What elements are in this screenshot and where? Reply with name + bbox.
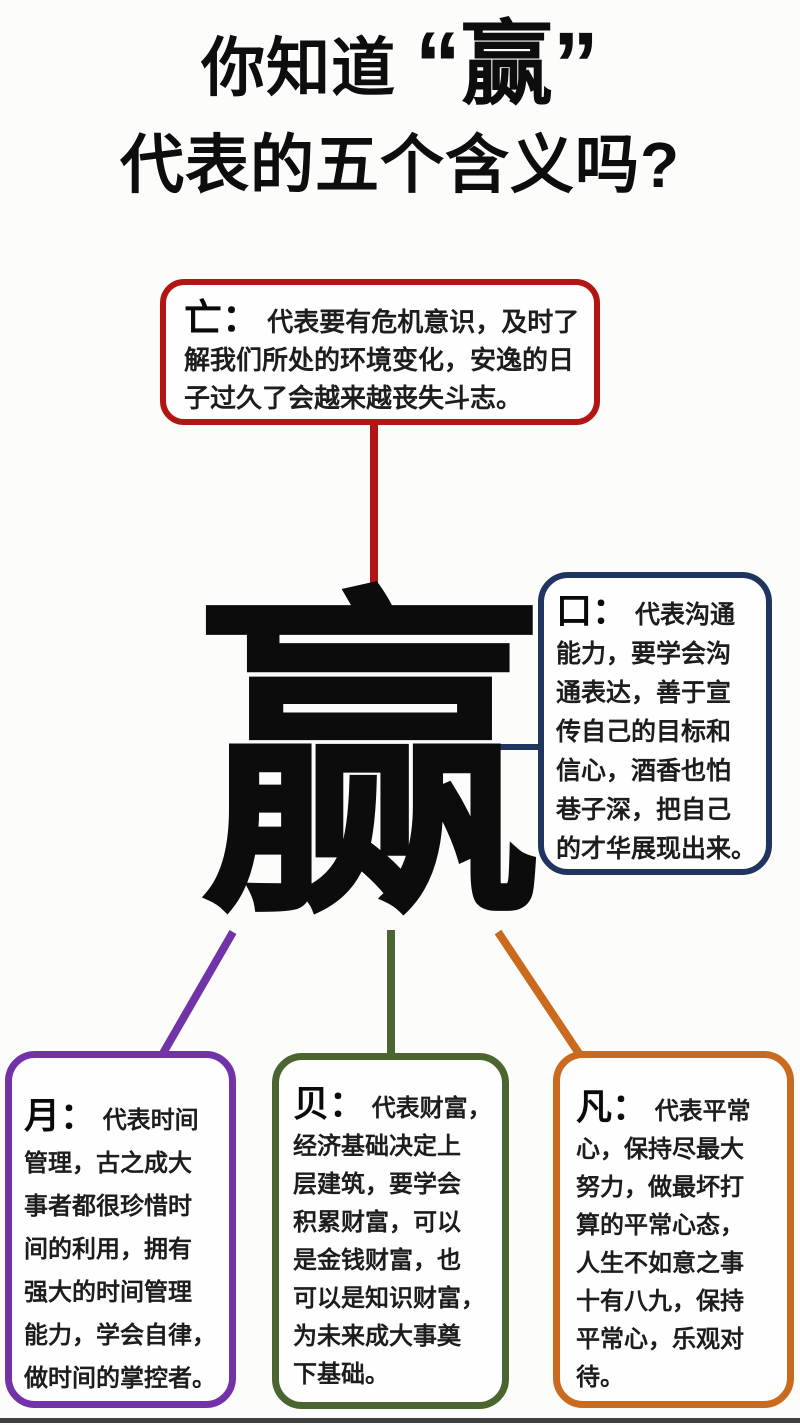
meaning-box-kou-text: 口： 代表沟通 能力，要学会沟 通表达，善于宣 传自己的目标和 信心，酒香也怕 … [556,591,762,869]
title-highlight-char: “赢” [414,14,599,116]
meaning-box-wang-body: 代表要有危机意识，及时了 解我们所处的环境变化，安逸的日 子过久了会越来越丧失斗… [184,307,580,413]
meaning-box-yue-text: 月： 代表时间 管理，古之成大 事者都很珍惜时 间的利用，拥有 强大的时间管理 … [24,1094,225,1400]
page-title: 你知道 “赢” 代表的五个含义吗? [0,14,800,211]
meaning-box-wang-text: 亡： 代表要有危机意识，及时了 解我们所处的环境变化，安逸的日 子过久了会越来越… [184,300,588,417]
meaning-box-yue-body: 代表时间 管理，古之成大 事者都很珍惜时 间的利用，拥有 强大的时间管理 能力，… [24,1107,216,1392]
center-win-character: 赢 [197,569,543,954]
meaning-box-kou: 口： 代表沟通 能力，要学会沟 通表达，善于宣 传自己的目标和 信心，酒香也怕 … [538,572,772,875]
meaning-box-bei-label: 贝： [293,1083,366,1124]
meaning-box-fan: 凡： 代表平常 心，保持尽最大 努力，做最坏打 算的平常心态， 人生不如意之事 … [553,1051,794,1408]
title-line-2: 代表的五个含义吗? [119,129,681,201]
meaning-box-fan-body: 代表平常 心，保持尽最大 努力，做最坏打 算的平常心态， 人生不如意之事 十有八… [576,1098,751,1391]
title-line1-prefix: 你知道 [201,32,415,104]
title-line-1: 你知道 “赢” [0,14,800,119]
meaning-box-wang: 亡： 代表要有危机意识，及时了 解我们所处的环境变化，安逸的日 子过久了会越来越… [160,279,600,425]
meaning-box-bei-body: 代表财富， 经济基础决定上 层建筑，要学会 积累财富，可以 是金钱财富，也 可以… [293,1095,492,1388]
meaning-box-kou-body: 代表沟通 能力，要学会沟 通表达，善于宣 传自己的目标和 信心，酒香也怕 巷子深… [556,601,757,863]
meaning-box-fan-text: 凡： 代表平常 心，保持尽最大 努力，做最坏打 算的平常心态， 人生不如意之事 … [576,1088,783,1397]
bottom-progress-strip [0,1418,800,1423]
connector-yue-line [158,930,237,1057]
meaning-box-kou-label: 口： [556,590,629,631]
connector-fan-line [494,929,584,1058]
meaning-box-fan-label: 凡： [576,1086,649,1127]
meaning-box-yue: 月： 代表时间 管理，古之成大 事者都很珍惜时 间的利用，拥有 强大的时间管理 … [5,1051,236,1408]
meaning-box-bei: 贝： 代表财富， 经济基础决定上 层建筑，要学会 积累财富，可以 是金钱财富，也… [272,1053,509,1409]
meaning-box-bei-text: 贝： 代表财富， 经济基础决定上 层建筑，要学会 积累财富，可以 是金钱财富，也… [293,1085,498,1394]
meaning-box-yue-label: 月： [24,1095,97,1136]
meaning-box-wang-label: 亡： [184,298,261,340]
